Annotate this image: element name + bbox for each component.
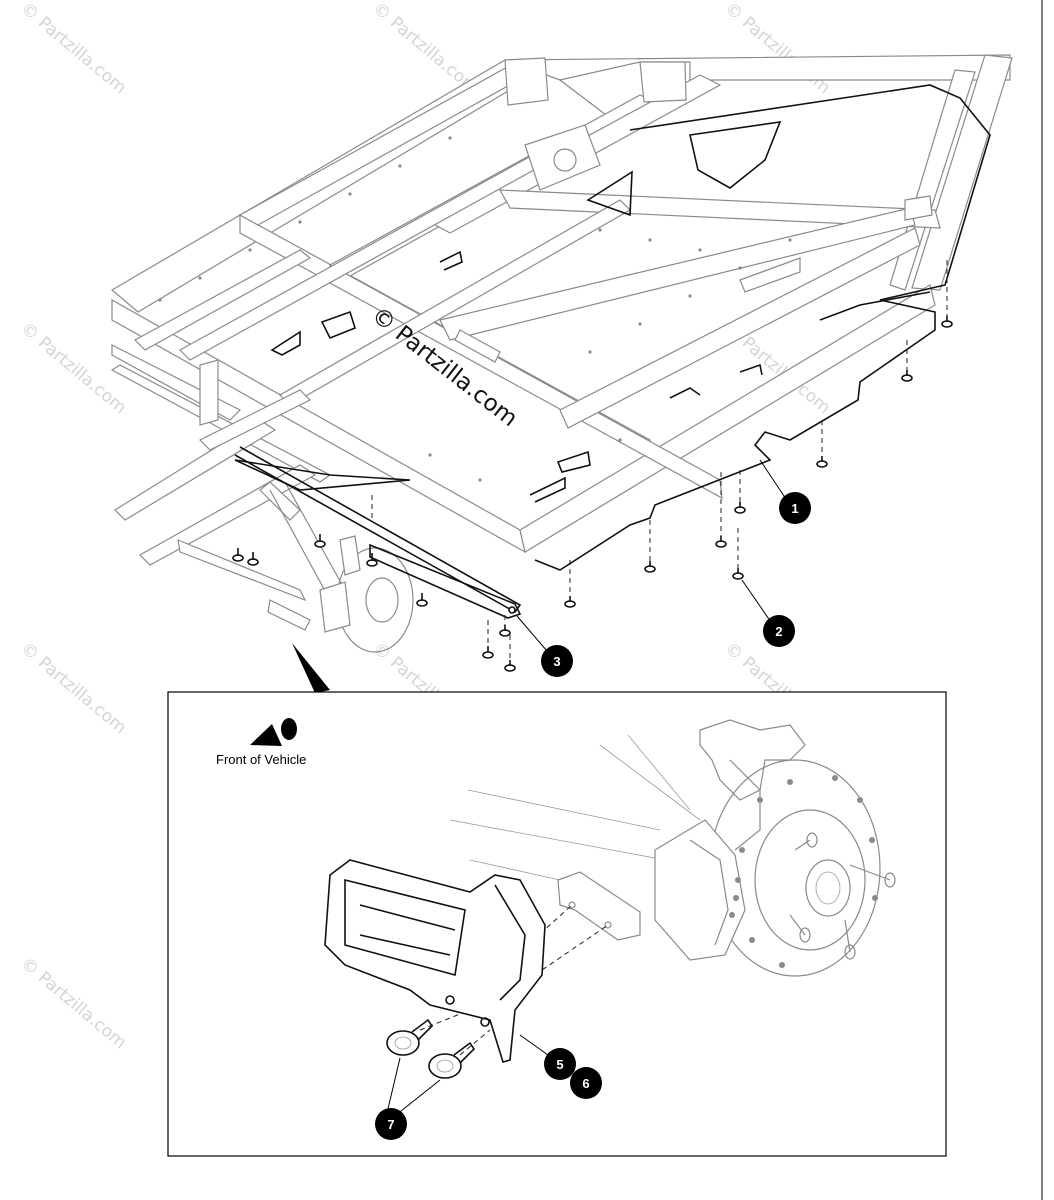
rail-holes — [158, 136, 792, 482]
fastener-group — [232, 260, 953, 672]
callout-5-number: 5 — [556, 1057, 563, 1072]
callout-6-number: 6 — [582, 1076, 589, 1091]
callout-5: 5 — [544, 1048, 576, 1080]
shoulder-bolt — [428, 1041, 476, 1079]
watermark: © Partzilla.com — [17, 954, 130, 1054]
front-direction-arrow-icon — [250, 718, 297, 746]
vehicle-frame — [110, 54, 1013, 554]
bolt — [732, 528, 744, 580]
floor-cutouts — [270, 121, 782, 503]
bolt — [504, 635, 516, 672]
bolt — [564, 560, 576, 608]
bolt — [232, 548, 244, 562]
callout-7: 7 — [375, 1108, 407, 1140]
brake-guard — [324, 859, 546, 1063]
callout-6: 6 — [570, 1067, 602, 1099]
detail-suspension — [449, 719, 896, 977]
callout-1: 1 — [779, 492, 811, 524]
bolt — [314, 534, 326, 548]
bolt — [416, 593, 428, 607]
bolt — [715, 472, 727, 548]
callout-leaders-top — [516, 459, 791, 659]
bolt — [941, 260, 953, 328]
watermark: © Partzilla.com — [17, 0, 130, 98]
support-bracket-3 — [369, 543, 522, 619]
bolt — [901, 340, 913, 382]
callout-2: 2 — [763, 615, 795, 647]
front-suspension — [110, 344, 522, 653]
front-of-vehicle-label: Front of Vehicle — [216, 752, 306, 767]
watermark: © Partzilla.com — [721, 0, 834, 98]
callout-3: 3 — [541, 645, 573, 677]
shoulder-bolt — [386, 1018, 434, 1056]
callout-7-number: 7 — [387, 1117, 394, 1132]
watermark: © Partzilla.com — [17, 639, 130, 739]
bolt — [499, 615, 511, 637]
skid-plate — [534, 84, 991, 571]
detail-pointer — [292, 643, 330, 693]
bolt — [366, 553, 378, 567]
callout-2-number: 2 — [775, 624, 782, 639]
watermark: © Partzilla.com — [17, 319, 130, 419]
bolt — [247, 552, 259, 566]
bolt — [644, 520, 656, 573]
callout-1-number: 1 — [791, 501, 798, 516]
bolt — [734, 470, 746, 514]
bolt — [482, 620, 494, 659]
bolt — [816, 420, 828, 468]
callout-3-number: 3 — [553, 654, 560, 669]
